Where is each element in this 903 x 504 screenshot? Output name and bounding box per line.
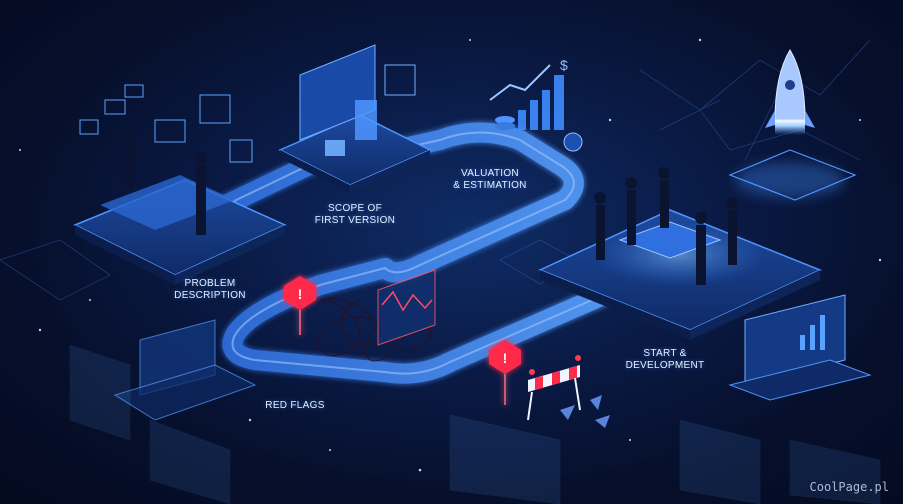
warning-icon: ! bbox=[489, 340, 521, 405]
stage-label-problem: PROBLEM DESCRIPTION bbox=[174, 278, 246, 301]
start-platform bbox=[538, 167, 822, 340]
barrier-icon bbox=[527, 355, 581, 421]
scope-platform bbox=[278, 44, 432, 193]
dollar-icon: $ bbox=[560, 57, 568, 73]
warning-graph bbox=[377, 269, 436, 346]
sparkles bbox=[19, 38, 882, 472]
valuation-graphics: $ bbox=[489, 57, 583, 152]
dashboard-monitor bbox=[728, 294, 872, 401]
rocket-icon bbox=[728, 49, 857, 201]
svg-text:!: ! bbox=[298, 286, 303, 302]
debris bbox=[560, 395, 610, 428]
glass-panels bbox=[69, 344, 881, 504]
laptop-screen bbox=[113, 319, 257, 421]
stage-label-start: START & DEVELOPMENT bbox=[625, 348, 705, 371]
stage-label-valuation: VALUATION & ESTIMATION bbox=[453, 168, 527, 191]
stage-label-scope: SCOPE OF FIRST VERSION bbox=[314, 203, 396, 226]
journey-path bbox=[195, 122, 625, 384]
problem-platform bbox=[73, 84, 287, 285]
watermark: CoolPage.pl bbox=[809, 480, 889, 494]
stage-label-red-flags: RED FLAGS bbox=[265, 400, 325, 411]
svg-text:!: ! bbox=[503, 350, 508, 366]
warning-icon: ! bbox=[284, 276, 316, 335]
